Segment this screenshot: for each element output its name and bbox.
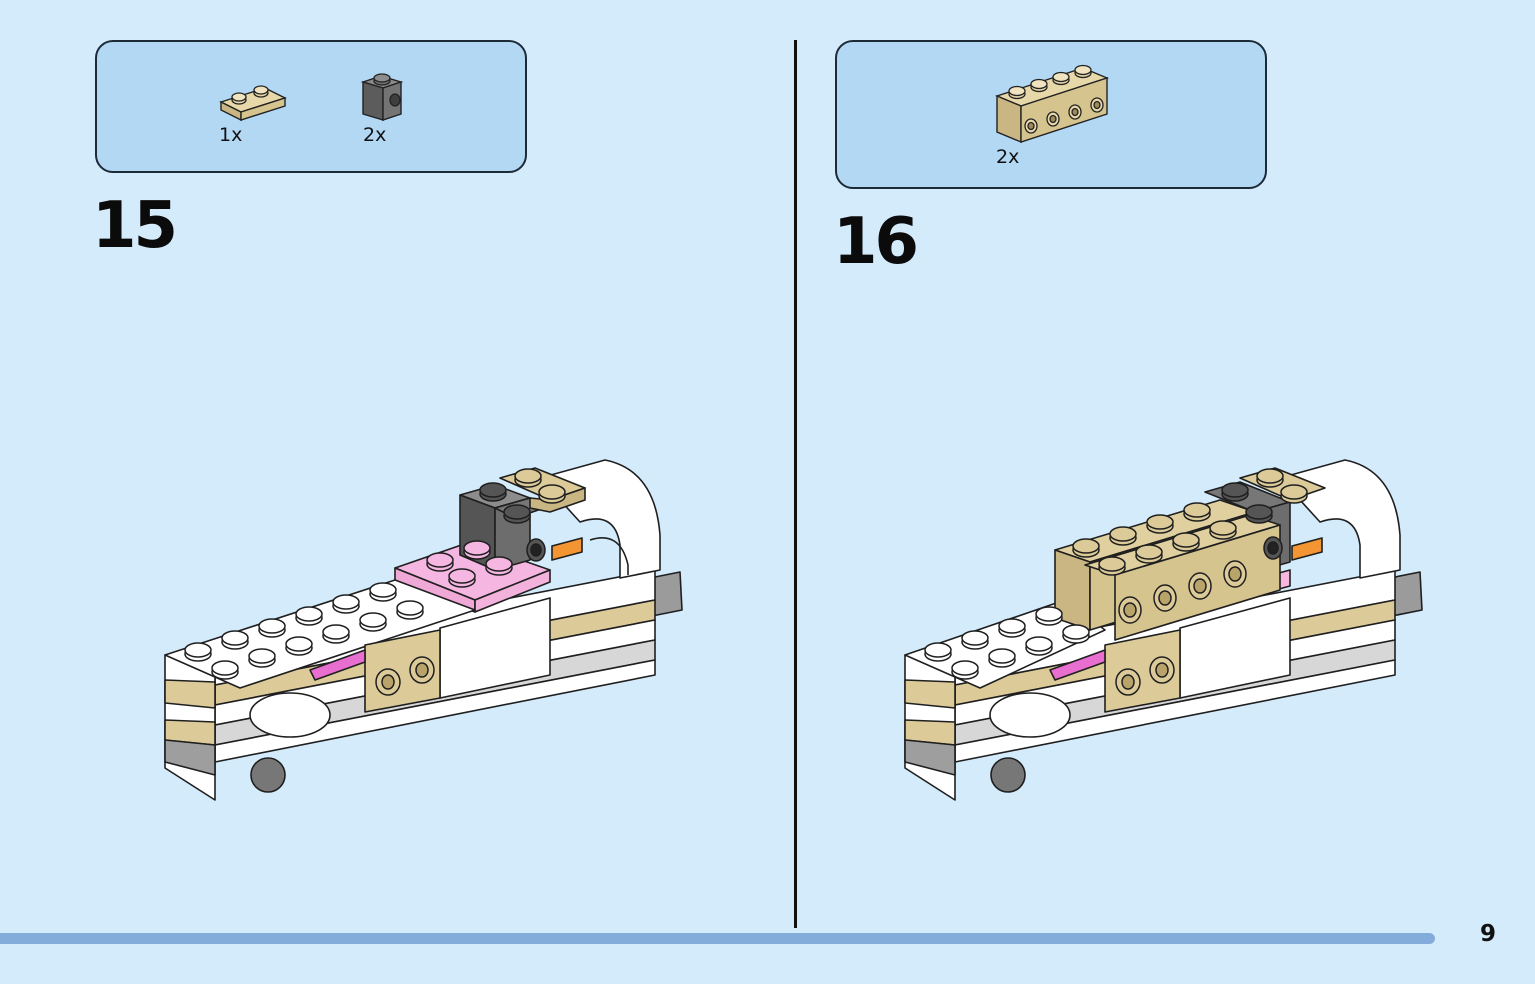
- model-step-16: [904, 459, 1423, 801]
- step-number: 16: [833, 205, 919, 279]
- part-quantity: 2x: [996, 146, 1020, 168]
- part-quantity: 1x: [219, 124, 243, 146]
- tan-brick-1x4-icon: [994, 64, 1110, 144]
- part-quantity: 2x: [363, 124, 387, 146]
- page-progress-bar: [0, 933, 1435, 944]
- page-number: 9: [1480, 921, 1497, 947]
- parts-callout-step-15: 1x 2x: [95, 40, 527, 173]
- model-step-15: [164, 459, 683, 801]
- dark-gray-brick-1x1-icon: [360, 73, 404, 121]
- step-divider: [794, 40, 797, 928]
- tan-plate-1x2-icon: [219, 85, 287, 122]
- parts-callout-step-16: 2x: [835, 40, 1267, 189]
- step-number: 15: [92, 189, 178, 263]
